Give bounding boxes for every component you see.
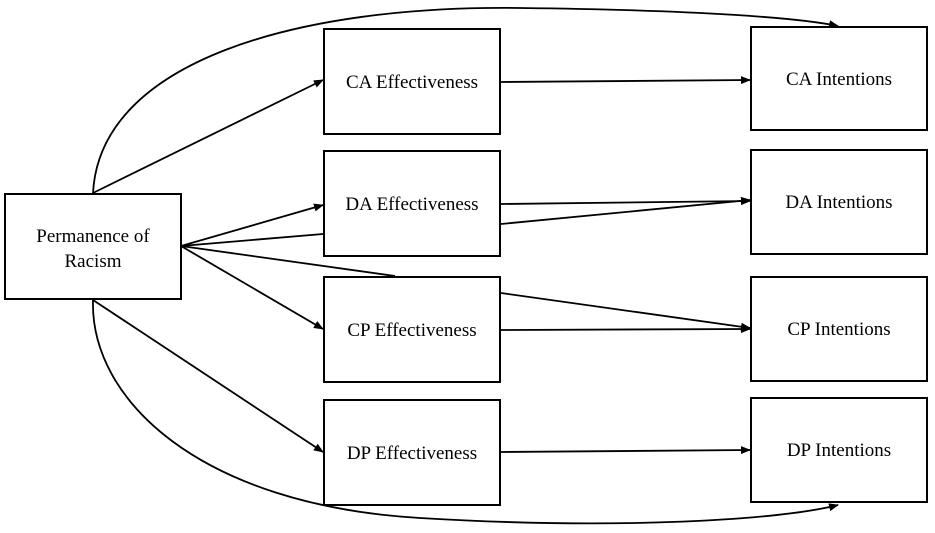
edge-cp-effectiveness-to-cp-intentions xyxy=(500,325,751,334)
node-cp-effectiveness: CP Effectiveness xyxy=(323,276,501,383)
node-ca-effectiveness: CA Effectiveness xyxy=(323,28,501,135)
edges xyxy=(92,7,839,525)
edge-permanence-to-da-effectiveness xyxy=(180,203,324,247)
node-da-effectiveness: DA Effectiveness xyxy=(323,150,501,257)
node-dp-intentions-label: DP Intentions xyxy=(787,440,891,461)
node-cp-effectiveness-label: CP Effectiveness xyxy=(347,320,476,341)
edge-permanence-to-dp-intentions xyxy=(92,299,839,525)
edge-ca-effectiveness-to-ca-intentions xyxy=(500,76,751,85)
node-permanence-label-line2: Racism xyxy=(65,251,122,272)
node-dp-intentions: DP Intentions xyxy=(750,397,928,503)
edge-permanence-to-dp-effectiveness xyxy=(92,299,324,453)
node-dp-effectiveness: DP Effectiveness xyxy=(323,399,501,506)
edge-permanence-to-ca-effectiveness xyxy=(92,79,324,194)
edge-permanence-to-da-intentions xyxy=(180,200,750,247)
node-da-intentions: DA Intentions xyxy=(750,149,928,255)
node-ca-intentions: CA Intentions xyxy=(750,26,928,131)
node-cp-intentions-label: CP Intentions xyxy=(787,319,890,340)
edge-permanence-to-ca-intentions xyxy=(92,7,839,194)
node-permanence-label-line1: Permanence of xyxy=(36,226,150,247)
node-da-intentions-label: DA Intentions xyxy=(785,192,892,213)
edge-permanence-to-cp-effectiveness xyxy=(180,245,324,330)
node-ca-intentions-label: CA Intentions xyxy=(786,69,892,90)
node-permanence-of-racism: Permanence of Racism xyxy=(4,193,182,300)
node-cp-intentions: CP Intentions xyxy=(750,276,928,382)
edge-da-effectiveness-to-da-intentions xyxy=(500,197,751,206)
edge-permanence-to-cp-intentions xyxy=(180,245,750,328)
node-dp-effectiveness-label: DP Effectiveness xyxy=(347,443,477,464)
node-da-effectiveness-label: DA Effectiveness xyxy=(345,194,478,215)
node-ca-effectiveness-label: CA Effectiveness xyxy=(346,72,478,93)
edge-dp-effectiveness-to-dp-intentions xyxy=(500,446,751,455)
